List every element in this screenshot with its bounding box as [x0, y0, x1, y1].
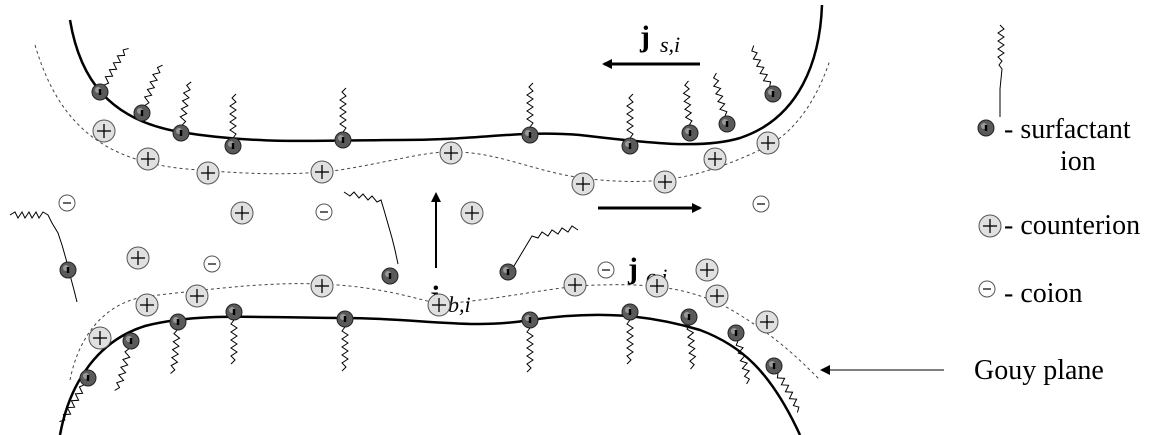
legend-coion-icon	[978, 280, 996, 298]
legend-counterion-label: - counterion	[1004, 210, 1140, 241]
upper-counterions	[92, 119, 780, 196]
upper-surfactant-layer	[91, 44, 782, 155]
legend-surfactant-label: - surfactant	[1004, 114, 1131, 145]
bulk-surfactant-ions	[9, 191, 579, 303]
legend-surfactant-label-line2: ion	[1060, 146, 1096, 177]
svg-text:s,i: s,i	[660, 32, 680, 57]
legend-counterion-icon	[978, 214, 1002, 238]
surface-flux-label: j s,i	[639, 20, 680, 57]
legend-coion-label: - coion	[1004, 278, 1083, 309]
svg-text:j: j	[627, 252, 638, 285]
svg-text:j: j	[639, 20, 650, 53]
legend-surfactant-icon	[977, 24, 1005, 137]
svg-text:b,i: b,i	[448, 292, 471, 317]
legend-gouy-plane-label: Gouy plane	[974, 355, 1104, 386]
upper-film-surface	[68, 4, 824, 146]
lower-film-surface	[58, 313, 802, 435]
legend: - surfactant ion - counterion - coion Go…	[820, 24, 1140, 386]
